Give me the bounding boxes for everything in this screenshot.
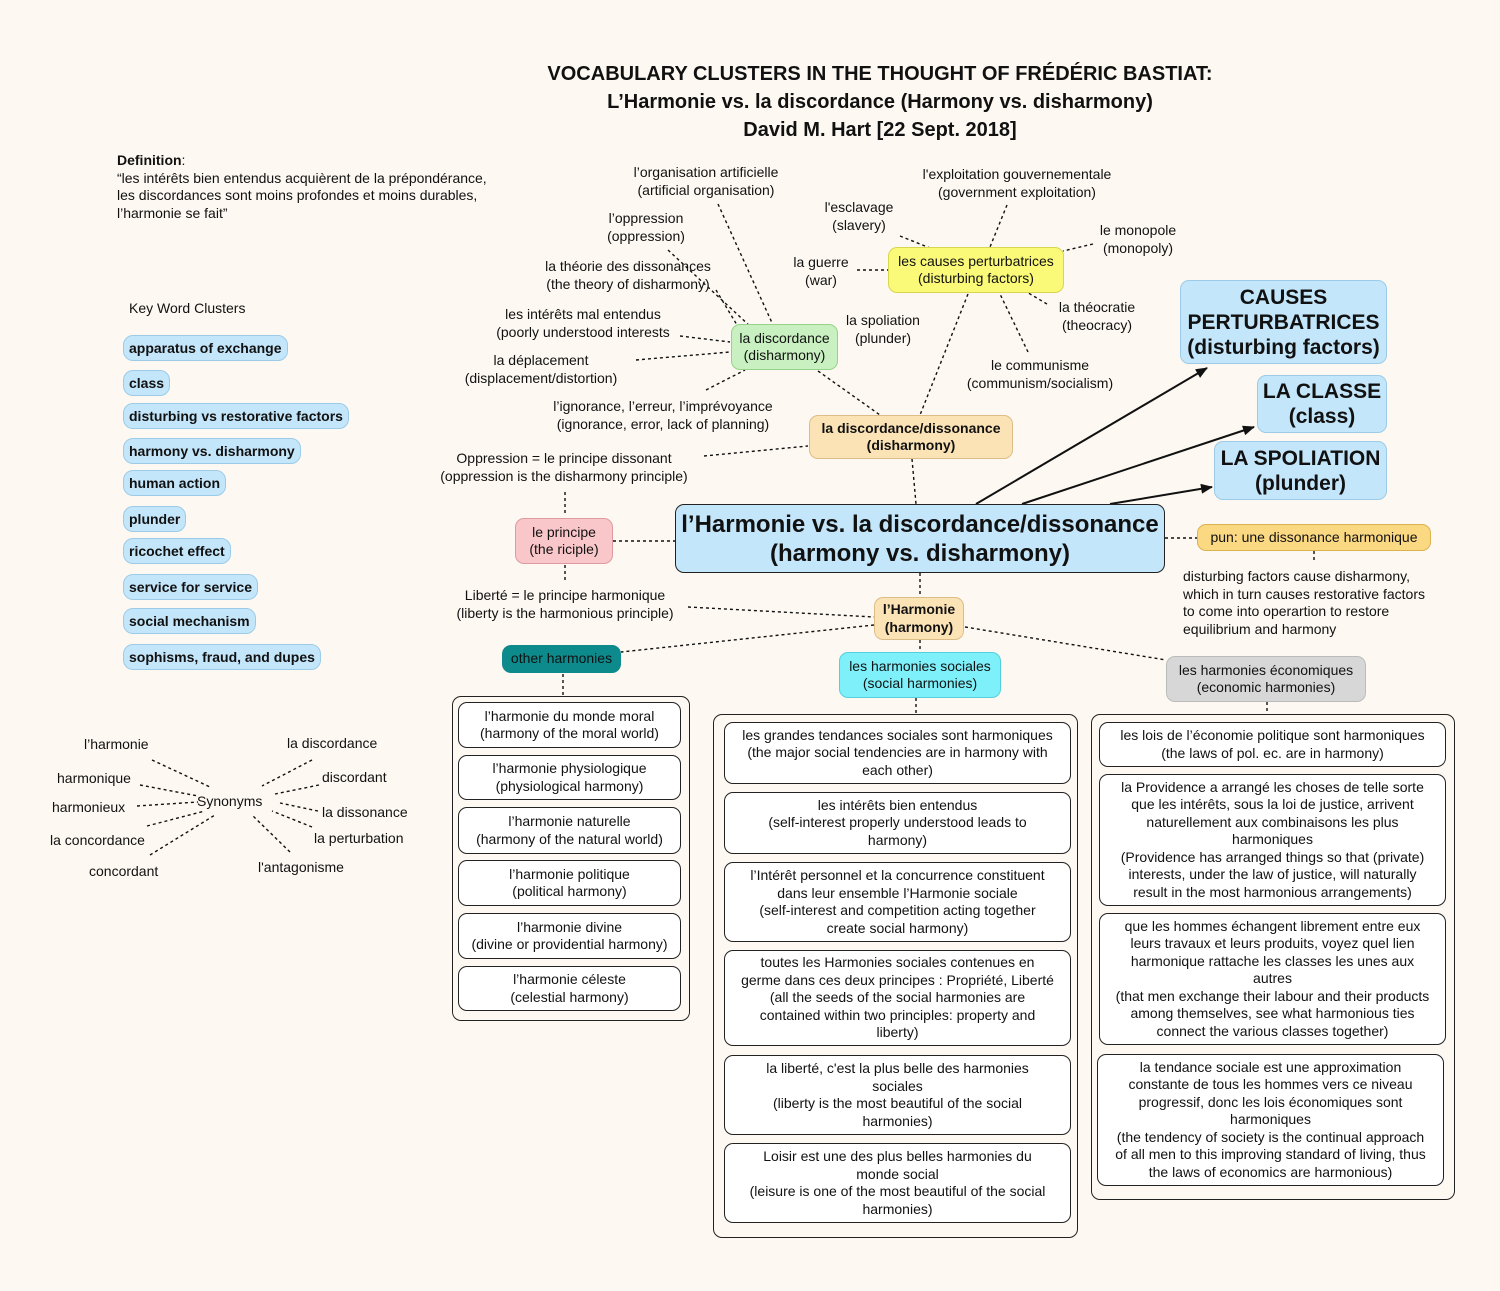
social-harmony-4[interactable]: toutes les Harmonies sociales contenues … bbox=[724, 950, 1071, 1046]
synonym-harmonique: harmonique bbox=[57, 770, 131, 786]
other-harmony-politique[interactable]: l’harmonie politique (political harmony) bbox=[458, 860, 681, 906]
term-communisme: le communisme (communism/socialism) bbox=[966, 357, 1114, 391]
node-central-harmony-disharmony[interactable]: l’Harmonie vs. la discordance/dissonance… bbox=[675, 504, 1165, 573]
definition: Definition: “les intérêts bien entendus … bbox=[117, 152, 487, 221]
keyword-sophisms-fraud-dupes[interactable]: sophisms, fraud, and dupes bbox=[123, 644, 321, 670]
synonym-la-dissonance: la dissonance bbox=[322, 804, 408, 820]
economic-harmony-1[interactable]: les lois de l’économie politique sont ha… bbox=[1099, 722, 1446, 767]
node-harmonies-economiques[interactable]: les harmonies économiques (economic harm… bbox=[1166, 656, 1366, 702]
title-line-2: L’Harmonie vs. la discordance (Harmony v… bbox=[607, 91, 1153, 113]
term-oppression: l’oppression (oppression) bbox=[607, 210, 685, 244]
node-la-classe-link[interactable]: LA CLASSE (class) bbox=[1257, 375, 1387, 433]
other-harmony-moral[interactable]: l’harmonie du monde moral (harmony of th… bbox=[458, 702, 681, 748]
synonym-la-discordance: la discordance bbox=[287, 735, 378, 751]
social-harmony-3[interactable]: l’Intérêt personnel et la concurrence co… bbox=[724, 862, 1071, 942]
pun-note: disturbing factors cause disharmony, whi… bbox=[1183, 568, 1425, 637]
term-esclavage: l'esclavage (slavery) bbox=[824, 199, 894, 233]
node-la-discordance[interactable]: la discordance (disharmony) bbox=[731, 324, 838, 370]
other-harmony-divine[interactable]: l’harmonie divine (divine or providentia… bbox=[458, 913, 681, 959]
definition-label: Definition bbox=[117, 152, 182, 168]
economic-harmony-3[interactable]: que les hommes échangent librement entre… bbox=[1099, 913, 1446, 1045]
synonym-harmonieux: harmonieux bbox=[52, 799, 126, 815]
economic-harmony-4[interactable]: la tendance sociale est une approximatio… bbox=[1097, 1054, 1444, 1186]
keyword-human-action[interactable]: human action bbox=[123, 470, 227, 496]
synonyms-center: Synonyms bbox=[197, 793, 263, 809]
keyword-service-for-service[interactable]: service for service bbox=[123, 574, 258, 600]
term-deplacement: la déplacement (displacement/distortion) bbox=[464, 352, 618, 386]
keyword-disturbing-restorative[interactable]: disturbing vs restorative factors bbox=[123, 403, 349, 429]
other-harmony-physiologique[interactable]: l’harmonie physiologique (physiological … bbox=[458, 755, 681, 800]
social-harmony-5[interactable]: la liberté, c'est la plus belle des harm… bbox=[724, 1055, 1071, 1135]
synonym-concordant: concordant bbox=[89, 863, 159, 879]
title-line-3: David M. Hart [22 Sept. 2018] bbox=[743, 119, 1017, 141]
oppression-principle: Oppression = le principe dissonant (oppr… bbox=[440, 450, 688, 484]
node-pun[interactable]: pun: une dissonance harmonique bbox=[1197, 524, 1431, 551]
node-le-principe[interactable]: le principe (the riciple) bbox=[515, 518, 613, 564]
synonym-la-perturbation: la perturbation bbox=[314, 830, 404, 846]
economic-harmony-2[interactable]: la Providence a arrangé les choses de te… bbox=[1099, 774, 1446, 906]
term-exploitation-gouvernementale: l'exploitation gouvernementale (governme… bbox=[922, 166, 1112, 200]
term-ignorance: l’ignorance, l’erreur, l’imprévoyance (i… bbox=[553, 398, 773, 432]
keyword-ricochet-effect[interactable]: ricochet effect bbox=[123, 538, 231, 564]
liberte-principle: Liberté = le principe harmonique (libert… bbox=[456, 587, 674, 621]
keyword-social-mechanism[interactable]: social mechanism bbox=[123, 608, 256, 634]
node-causes-perturbatrices[interactable]: les causes perturbatrices (disturbing fa… bbox=[888, 247, 1064, 293]
synonym-la-concordance: la concordance bbox=[50, 832, 145, 848]
term-monopole: le monopole (monopoly) bbox=[1099, 222, 1177, 256]
node-lharmonie[interactable]: l’Harmonie (harmony) bbox=[874, 597, 964, 640]
keyword-plunder[interactable]: plunder bbox=[123, 506, 187, 532]
term-theocratie: la théocratie (theocracy) bbox=[1058, 299, 1136, 333]
social-harmony-6[interactable]: Loisir est une des plus belles harmonies… bbox=[724, 1143, 1071, 1223]
synonym-discordant: discordant bbox=[322, 769, 387, 785]
key-word-clusters-heading: Key Word Clusters bbox=[129, 300, 246, 316]
keyword-apparatus-of-exchange[interactable]: apparatus of exchange bbox=[123, 335, 288, 361]
node-harmonies-sociales[interactable]: les harmonies sociales (social harmonies… bbox=[839, 652, 1001, 698]
term-theorie-dissonances: la théorie des dissonances (the theory o… bbox=[545, 258, 711, 292]
keyword-harmony-disharmony[interactable]: harmony vs. disharmony bbox=[123, 438, 301, 464]
node-la-spoliation-link[interactable]: LA SPOLIATION (plunder) bbox=[1214, 441, 1387, 500]
title-line-1: VOCABULARY CLUSTERS IN THE THOUGHT OF FR… bbox=[547, 63, 1213, 85]
node-discordance-dissonance[interactable]: la discordance/dissonance (disharmony) bbox=[809, 415, 1013, 459]
term-interets-mal-entendus: les intérêts mal entendus (poorly unders… bbox=[496, 306, 670, 340]
node-other-harmonies[interactable]: other harmonies bbox=[502, 645, 621, 673]
synonym-lantagonisme: l'antagonisme bbox=[258, 859, 344, 875]
keyword-class[interactable]: class bbox=[123, 370, 171, 396]
node-causes-perturbatrices-link[interactable]: CAUSES PERTURBATRICES (disturbing factor… bbox=[1180, 280, 1387, 364]
term-guerre: la guerre (war) bbox=[793, 254, 849, 288]
social-harmony-2[interactable]: les intérêts bien entendus (self-interes… bbox=[724, 792, 1071, 854]
term-organisation-artificielle: l’organisation artificielle (artificial … bbox=[633, 164, 779, 198]
synonym-lharmonie: l’harmonie bbox=[84, 736, 149, 752]
other-harmony-celeste[interactable]: l’harmonie céleste (celestial harmony) bbox=[458, 966, 681, 1011]
term-spoliation: la spoliation (plunder) bbox=[846, 312, 920, 346]
social-harmony-1[interactable]: les grandes tendances sociales sont harm… bbox=[724, 722, 1071, 784]
definition-text: “les intérêts bien entendus acquièrent d… bbox=[117, 169, 487, 221]
other-harmony-naturelle[interactable]: l’harmonie naturelle (harmony of the nat… bbox=[458, 807, 681, 854]
page-title: VOCABULARY CLUSTERS IN THE THOUGHT OF FR… bbox=[460, 60, 1300, 144]
